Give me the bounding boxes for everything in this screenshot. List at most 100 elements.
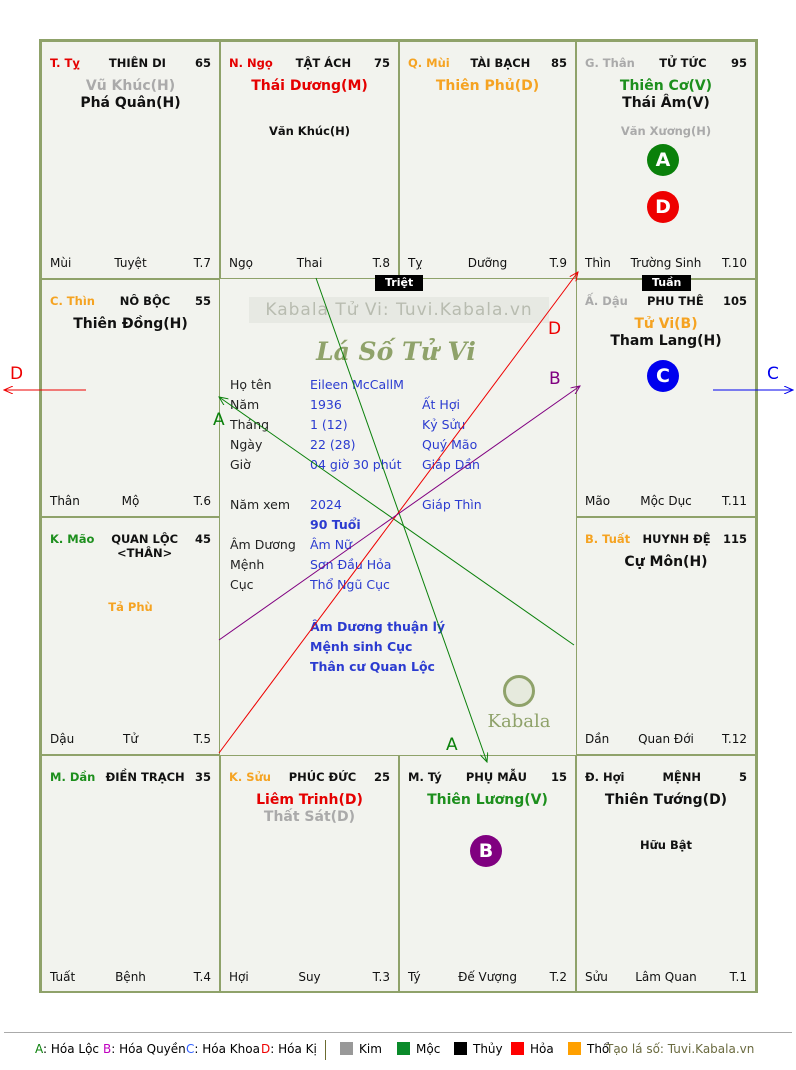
footer-month: T.12 xyxy=(722,732,747,746)
triet-tag: Triệt xyxy=(375,275,424,291)
stem-branch: G. Thân xyxy=(585,56,635,70)
stem-branch: K. Mão xyxy=(50,532,95,546)
arrow-label: C xyxy=(767,364,779,384)
info-label: Tháng xyxy=(230,417,270,432)
footer-month: T.6 xyxy=(193,494,211,508)
major-star: Phá Quân(H) xyxy=(80,95,181,111)
note: Mệnh sinh Cục xyxy=(310,639,413,654)
footer-branch: Tuất xyxy=(50,970,76,984)
major-star: Tử Vi(B) xyxy=(634,316,698,332)
footer-month: T.9 xyxy=(549,256,567,270)
major-star: Thiên Cơ(V) xyxy=(619,78,713,94)
footer-month: T.7 xyxy=(193,256,211,270)
color-swatch-icon xyxy=(340,1042,353,1055)
footer-stage: Dưỡng xyxy=(467,256,508,270)
info-value: 1 (12) xyxy=(310,417,348,432)
major-stars: Tử Vi(B)Tham Lang(H) xyxy=(577,316,755,350)
footer-branch: Dậu xyxy=(50,732,75,746)
major-star: Tham Lang(H) xyxy=(610,333,722,349)
legend-text: : Hóa Khoa xyxy=(194,1042,260,1056)
palace-name: ĐIỀN TRẠCH xyxy=(105,770,185,784)
legend-text: : Hóa Quyền xyxy=(111,1042,186,1056)
footer-month: T.5 xyxy=(193,732,211,746)
footer-branch: Tý xyxy=(408,970,421,984)
note: Âm Dương thuận lý xyxy=(310,619,446,634)
major-stars: Thiên Tướng(D) xyxy=(577,792,755,809)
footer-stage: Mộc Dục xyxy=(640,494,692,508)
info-label: Cục xyxy=(230,577,254,592)
element-label: Hỏa xyxy=(530,1042,554,1056)
footer-stage: Bệnh xyxy=(115,970,146,984)
palace-name: MỆNH xyxy=(662,770,702,784)
info-label: Mệnh xyxy=(230,557,265,572)
footer-stage: Suy xyxy=(298,970,321,984)
footer-stage: Lâm Quan xyxy=(635,970,697,984)
palace-age: 115 xyxy=(722,532,747,546)
major-stars: Thiên Lương(V) xyxy=(400,792,575,809)
major-stars: Thái Dương(M) xyxy=(221,78,398,95)
footer-branch: Ngọ xyxy=(229,256,253,270)
palace-name: PHÚC ĐỨC xyxy=(288,770,357,784)
major-star: Thiên Tướng(D) xyxy=(604,792,728,808)
palace-age: 45 xyxy=(194,532,211,546)
footer-branch: Mão xyxy=(585,494,611,508)
watermark: Kabala Tử Vi: Tuvi.Kabala.vn xyxy=(249,297,549,323)
major-star: Thất Sát(D) xyxy=(263,809,356,825)
info-label: Âm Dương xyxy=(230,537,296,552)
legend-key: D xyxy=(261,1042,271,1056)
info-label: Giờ xyxy=(230,457,251,472)
info-canchi: Quý Mão xyxy=(422,437,478,452)
info-label: Họ tên xyxy=(230,377,272,392)
major-star: Cự Môn(H) xyxy=(624,554,708,570)
palace-age: 25 xyxy=(373,770,390,784)
hoa-quyen-marker: B xyxy=(470,835,502,867)
palace-name: THIÊN DI xyxy=(108,56,166,70)
legend-key: C xyxy=(186,1042,195,1056)
palace-name: HUYNH ĐỆ xyxy=(642,532,711,546)
footer-month: T.10 xyxy=(722,256,747,270)
minor-stars: Hữu Bật xyxy=(577,837,755,853)
footer-month: T.8 xyxy=(372,256,390,270)
footer-month: T.11 xyxy=(722,494,747,508)
element-legend-item: Kim xyxy=(340,1042,382,1056)
stem-branch: K. Sửu xyxy=(229,770,271,784)
major-stars: Cự Môn(H) xyxy=(577,554,755,571)
major-stars: Thiên Đồng(H) xyxy=(42,316,219,333)
info-canchi: Ất Hợi xyxy=(422,397,460,412)
palace-name: TẬT ÁCH xyxy=(295,56,352,70)
palace-age: 5 xyxy=(738,770,747,784)
footer-branch: Sửu xyxy=(585,970,608,984)
note: Thân cư Quan Lộc xyxy=(310,659,435,674)
color-swatch-icon xyxy=(454,1042,467,1055)
major-stars: Thiên Cơ(V)Thái Âm(V) xyxy=(577,78,755,112)
stem-branch: C. Thìn xyxy=(50,294,95,308)
stem-branch: T. Tỵ xyxy=(50,56,80,70)
notes: Âm Dương thuận lý Mệnh sinh Cục Thân cư … xyxy=(310,617,445,677)
palace-name: PHỤ MẪU xyxy=(465,770,527,784)
info-value: Âm Nữ xyxy=(310,537,352,552)
palace-age: 85 xyxy=(550,56,567,70)
